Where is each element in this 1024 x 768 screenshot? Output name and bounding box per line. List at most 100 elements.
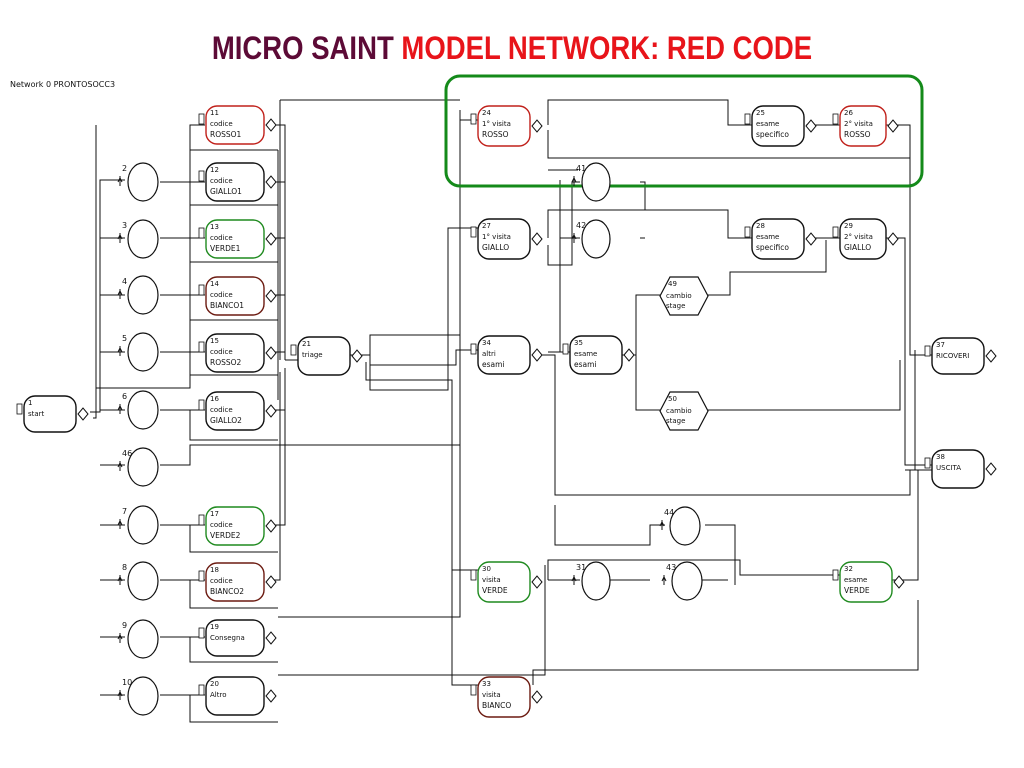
node-shape [297,336,351,376]
node-44[interactable]: 44 [659,506,701,546]
node-shape [751,218,805,260]
node-shape [127,505,159,545]
queue-icon [562,343,569,355]
node-label-2: GIALLO [844,243,871,252]
node-9[interactable]: 9 [117,619,159,659]
node-id: 37 [936,341,945,349]
decision-icon [985,462,997,476]
network-label: Network 0 PRONTOSOCC3 [10,80,116,89]
node-31[interactable]: 31 [571,561,611,601]
node-42[interactable]: 42 [571,219,611,259]
node-6[interactable]: 6 [117,390,159,430]
node-shape [205,562,265,602]
node-label-1: codice [210,177,233,185]
node-label-1: start [28,410,45,418]
input-arrow-icon [117,461,123,471]
node-label-2: BIANCO1 [210,301,244,310]
node-label-2: GIALLO1 [210,187,242,196]
node-2[interactable]: 2 [117,162,159,202]
node-id: 50 [668,395,677,403]
queue-icon [198,514,205,526]
node-label-2: VERDE1 [210,244,241,253]
node-shape [581,561,611,601]
node-label-2: ROSSO2 [210,358,242,367]
node-label-1: esame [574,350,597,358]
decision-icon [805,119,817,133]
decision-icon [265,631,277,645]
node-8[interactable]: 8 [117,561,159,601]
node-shape [839,561,893,603]
queue-icon [924,457,931,469]
input-arrow-icon [117,404,123,414]
input-arrow-icon [571,176,577,186]
node-3[interactable]: 3 [117,219,159,259]
node-label-1: esame [756,233,779,241]
decision-icon [351,349,363,363]
node-label-2: stage [666,302,685,310]
queue-icon [290,344,297,356]
node-shape [23,395,77,433]
queue-icon [470,684,477,696]
queue-icon [924,345,931,357]
decision-icon [265,346,277,360]
node-label-1: codice [210,406,233,414]
node-shape [931,449,985,489]
node-4[interactable]: 4 [117,275,159,315]
queue-icon [832,226,839,238]
node-shape [127,676,159,716]
node-label-1: visita [482,576,501,584]
queue-icon [198,570,205,582]
node-7[interactable]: 7 [117,505,159,545]
queue-icon [198,684,205,696]
queue-icon [470,343,477,355]
node-shape [127,332,159,372]
node-46[interactable]: 46 [117,447,159,487]
node-5[interactable]: 5 [117,332,159,372]
queue-icon [16,403,23,415]
node-shape [205,219,265,259]
node-43[interactable]: 43 [661,561,703,601]
input-arrow-icon [117,289,123,299]
decision-icon [531,575,543,589]
node-id: 7 [122,507,127,516]
input-arrow-icon [571,575,577,585]
slide-title: MICRO SAINT MODEL NETWORK: RED CODE [72,30,953,67]
node-shape [477,676,531,718]
node-label-1: RICOVERI [936,352,969,360]
node-label-1: codice [210,120,233,128]
node-1[interactable]: 1 start [16,395,89,433]
node-10[interactable]: 10 [117,676,159,716]
node-shape [205,506,265,546]
node-41[interactable]: 41 [571,162,611,202]
node-id: 1 [28,399,32,407]
node-id: 9 [122,621,127,630]
queue-icon [198,627,205,639]
